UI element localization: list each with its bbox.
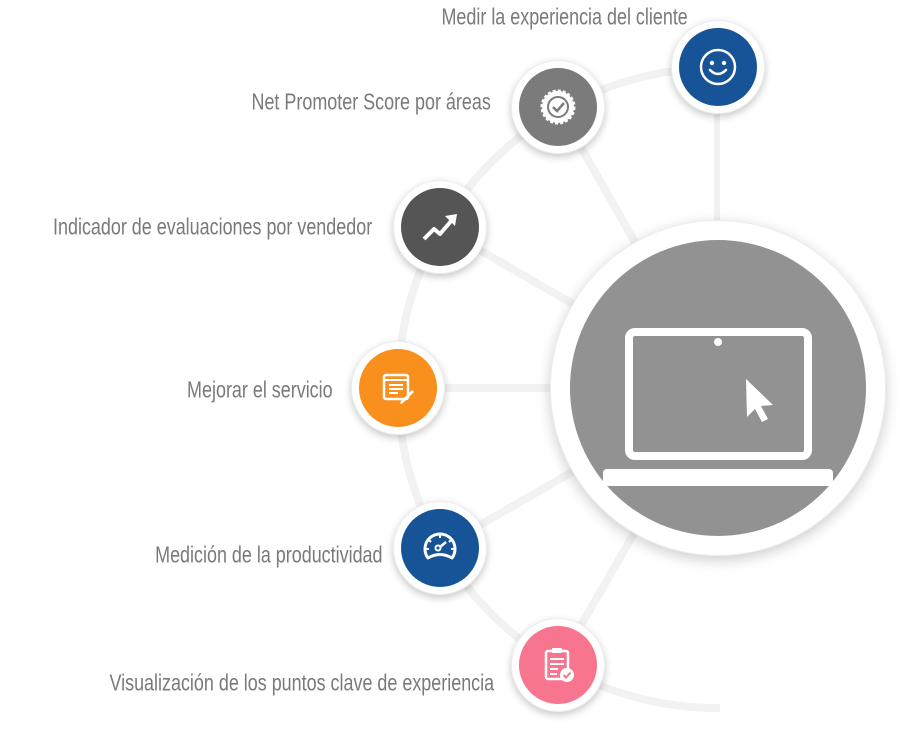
label-medicion-productividad: Medición de la productividad [155,541,383,568]
node-inner [401,509,479,587]
node-inner [679,28,757,106]
hub-circle [550,220,886,556]
node-nps-areas[interactable] [511,60,605,154]
hub-inner [570,240,866,536]
trend-up-icon [422,214,457,241]
node-indicador-evaluaciones[interactable] [393,180,487,274]
label-mejorar-servicio: Mejorar el servicio [187,376,333,403]
node-medir-experiencia[interactable] [671,20,765,114]
clipboard-check-icon [544,648,574,682]
laptop-cursor-icon [603,328,833,486]
label-visualizacion-puntos: Visualización de los puntos clave de exp… [109,669,494,696]
speedometer-icon [423,532,457,560]
node-inner [359,349,437,427]
label-indicador-evaluaciones: Indicador de evaluaciones por vendedor [52,213,372,240]
label-nps-areas: Net Promoter Score por áreas [251,88,491,115]
node-inner [519,626,597,704]
node-inner [401,188,479,266]
node-medicion-productividad[interactable] [393,501,487,595]
smiley-icon [699,48,737,86]
form-edit-icon [382,373,414,404]
node-mejorar-servicio[interactable] [351,341,445,435]
badge-check-icon [540,89,576,125]
node-visualizacion-puntos[interactable] [511,618,605,712]
node-inner [519,68,597,146]
label-medir-experiencia: Medir la experiencia del cliente [441,3,688,30]
